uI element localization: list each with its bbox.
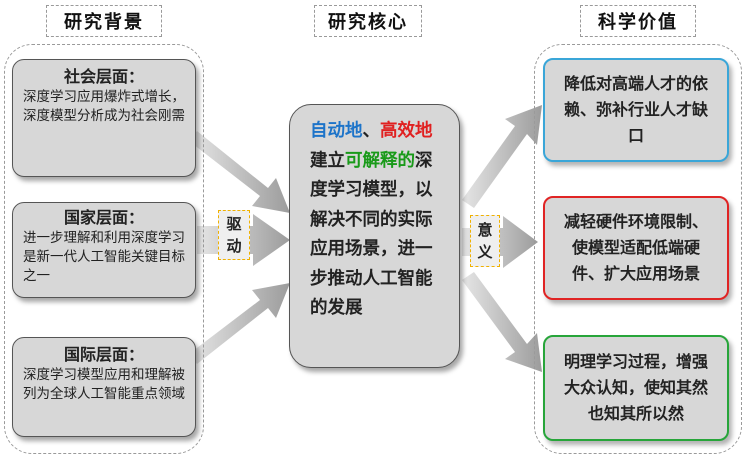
core-card: 自动地、高效地建立可解释的深度学习模型，以解决不同的实际应用场景，进一步推动人工… xyxy=(289,104,460,368)
value-card-hardware: 减轻硬件环境限制、使模型适配低端硬件、扩大应用场景 xyxy=(543,196,729,300)
header-research-background: 研究背景 xyxy=(46,5,162,37)
header-research-core: 研究核心 xyxy=(314,5,422,37)
core-text-auto: 自动地 xyxy=(310,121,363,141)
card-international-level: 国际层面： 深度学习模型应用和理解被列为全球人工智能重点领域 xyxy=(12,337,196,437)
core-text-sep: 、 xyxy=(362,121,381,141)
card-social-level: 社会层面： 深度学习应用爆炸式增长，深度模型分析成为社会刚需 xyxy=(12,59,196,177)
value-card-understanding: 明理学习过程，增强大众认知，使知其然也知其所以然 xyxy=(543,335,729,441)
arrow-social-to-core xyxy=(189,131,290,213)
card-title: 国际层面： xyxy=(63,345,144,364)
core-text-rest: 深度学习模型，以解决不同的实际应用场景，进一步推动人工智能的发展 xyxy=(310,150,433,319)
arrow-core-to-value-3 xyxy=(462,272,542,372)
core-text-explainable: 可解释的 xyxy=(345,150,415,171)
core-text-efficient: 高效地 xyxy=(380,121,433,141)
arrow-international-to-core xyxy=(189,283,290,364)
tag-drive: 驱动 xyxy=(218,210,250,260)
core-text-build: 建立 xyxy=(310,150,345,171)
arrow-core-to-value-1 xyxy=(462,105,542,208)
background-panel xyxy=(4,44,204,454)
tag-meaning: 意义 xyxy=(470,215,500,267)
card-body: 进一步理解和利用深度学习是新一代人工智能关键目标之一 xyxy=(23,230,185,284)
header-scientific-value: 科学价值 xyxy=(580,5,696,37)
value-panel xyxy=(534,44,742,454)
card-body: 深度学习模型应用和理解被列为全球人工智能重点领域 xyxy=(23,367,185,402)
card-title: 国家层面： xyxy=(63,208,144,227)
card-national-level: 国家层面： 进一步理解和利用深度学习是新一代人工智能关键目标之一 xyxy=(12,202,196,298)
card-title: 社会层面： xyxy=(63,67,144,86)
value-card-talent: 降低对高端人才的依赖、弥补行业人才缺口 xyxy=(543,58,729,162)
card-body: 深度学习应用爆炸式增长，深度模型分析成为社会刚需 xyxy=(23,89,185,124)
